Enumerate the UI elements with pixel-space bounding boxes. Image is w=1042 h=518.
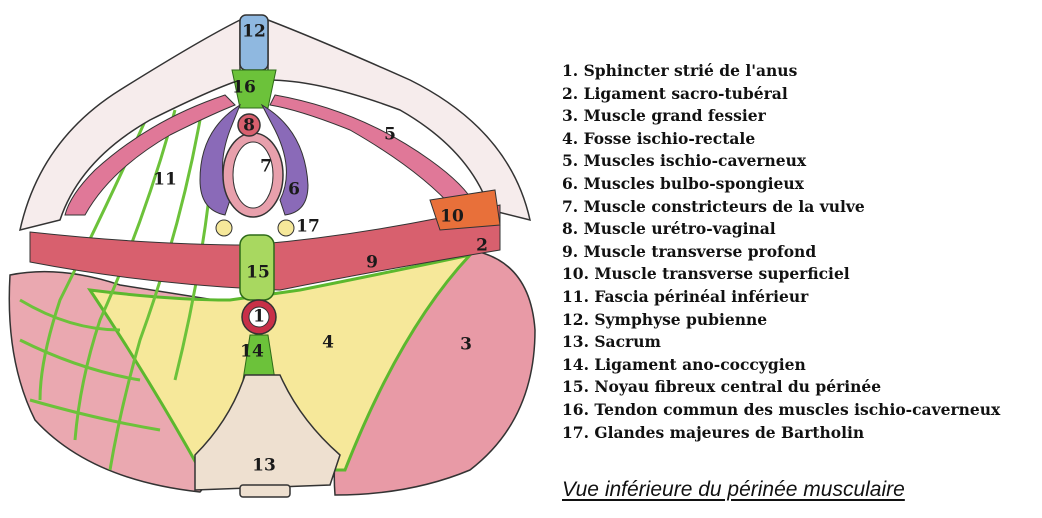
diagram-label-9: 9 bbox=[366, 253, 378, 273]
legend-item: 14. Ligament ano-coccygien bbox=[562, 354, 806, 374]
sacrum bbox=[194, 374, 341, 491]
urethrovaginal bbox=[237, 113, 261, 137]
diagram-label-4: 4 bbox=[322, 333, 334, 353]
diagram-label-17: 17 bbox=[296, 217, 320, 237]
legend-item: 5. Muscles ischio-caverneux bbox=[562, 151, 807, 171]
bartholin-left bbox=[215, 219, 233, 237]
diagram-label-7: 7 bbox=[260, 157, 272, 177]
legend-item: 16. Tendon commun des muscles ischio-cav… bbox=[562, 399, 1001, 419]
vaginal-opening bbox=[232, 141, 274, 209]
bartholin-right bbox=[277, 219, 295, 237]
bulbospongiosus-left bbox=[199, 103, 242, 216]
diagram-label-6: 6 bbox=[288, 180, 300, 200]
legend-item: 15. Noyau fibreux central du périnée bbox=[562, 377, 882, 397]
legend-item: 6. Muscles bulbo-spongieux bbox=[562, 173, 804, 193]
legend-item: 10. Muscle transverse superficiel bbox=[562, 264, 850, 284]
diagram-label-15: 15 bbox=[246, 263, 270, 283]
bulbospongiosus-right bbox=[260, 103, 309, 216]
legend-item: 4. Fosse ischio-rectale bbox=[562, 128, 756, 148]
pubic-arch-left bbox=[19, 18, 241, 232]
common-tendon bbox=[231, 69, 277, 109]
anus bbox=[248, 306, 270, 328]
legend-item: 9. Muscle transverse profond bbox=[562, 241, 817, 261]
diagram-label-11: 11 bbox=[153, 170, 177, 190]
legend-item: 12. Symphyse pubienne bbox=[562, 309, 768, 329]
diagram-label-13: 13 bbox=[252, 456, 276, 476]
transverse-superficial bbox=[429, 189, 501, 231]
legend-item: 13. Sacrum bbox=[562, 332, 661, 352]
diagram-label-8: 8 bbox=[243, 116, 255, 136]
coccyx-tip bbox=[239, 484, 291, 498]
caption: Vue inférieure du périnée musculaire bbox=[562, 478, 905, 501]
diagram-label-10: 10 bbox=[440, 207, 464, 227]
diagram-label-1: 1 bbox=[253, 307, 265, 327]
legend-item: 1. Sphincter strié de l'anus bbox=[562, 61, 798, 80]
ischiocavernosus-left bbox=[64, 94, 236, 216]
pubic-arch-right bbox=[267, 18, 531, 222]
diagram-label-2: 2 bbox=[476, 236, 488, 256]
legend-item: 17. Glandes majeures de Bartholin bbox=[562, 422, 865, 442]
legend-item: 3. Muscle grand fessier bbox=[562, 106, 766, 126]
diagram-label-5: 5 bbox=[384, 125, 396, 145]
legend-item: 8. Muscle urétro-vaginal bbox=[562, 219, 776, 239]
legend: 1. Sphincter strié de l'anus 2. Ligament … bbox=[562, 60, 1000, 444]
diagram-label-16: 16 bbox=[232, 78, 256, 98]
legend-item: 2. Ligament sacro-tubéral bbox=[562, 83, 788, 103]
fascia-lines bbox=[19, 109, 217, 471]
diagram-label-3: 3 bbox=[460, 335, 472, 355]
legend-item: 11. Fascia périnéal inférieur bbox=[562, 286, 809, 306]
legend-item: 7. Muscle constricteurs de la vulve bbox=[562, 196, 865, 216]
diagram-label-12: 12 bbox=[242, 22, 266, 42]
diagram-label-14: 14 bbox=[240, 342, 264, 362]
ischio-rectal-fossa bbox=[86, 252, 475, 472]
